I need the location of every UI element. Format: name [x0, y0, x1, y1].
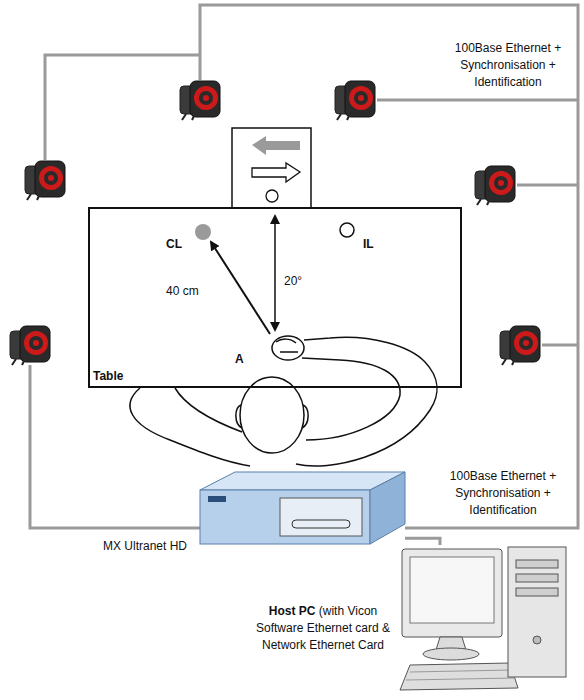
pc-caption: Host PC(with Vicon Software Ethernet car…	[248, 603, 398, 654]
network-note: 100Base Ethernet + Synchronisation + Ide…	[438, 40, 578, 91]
target-name: IL	[363, 236, 374, 253]
target-cl	[195, 224, 211, 240]
distance-label: 40 cm	[166, 283, 199, 300]
reach-arrow	[211, 242, 270, 334]
target-il	[340, 223, 354, 237]
mx-ultranet-box: MX Ultranet HD	[200, 472, 405, 544]
host-pc	[400, 547, 566, 690]
mx-device	[200, 472, 405, 544]
angle-label: 20°	[284, 273, 302, 290]
device-label: MX Ultranet HD	[103, 538, 187, 555]
target-name: CL	[166, 236, 182, 253]
table-label: Table	[93, 368, 123, 385]
stimulus-screen	[232, 128, 311, 208]
host-pc-box: Host PC(with Vicon Software Ethernet car…	[400, 545, 570, 695]
camera-wires	[30, 5, 578, 528]
table-outline: Table	[88, 207, 462, 388]
network-note: 100Base Ethernet + Synchronisation + Ide…	[433, 468, 573, 519]
participant	[130, 336, 437, 466]
pc-title: Host PC	[269, 604, 316, 618]
network-cable	[405, 538, 440, 545]
start-label: A	[235, 351, 244, 368]
angle-arrow	[274, 216, 276, 330]
